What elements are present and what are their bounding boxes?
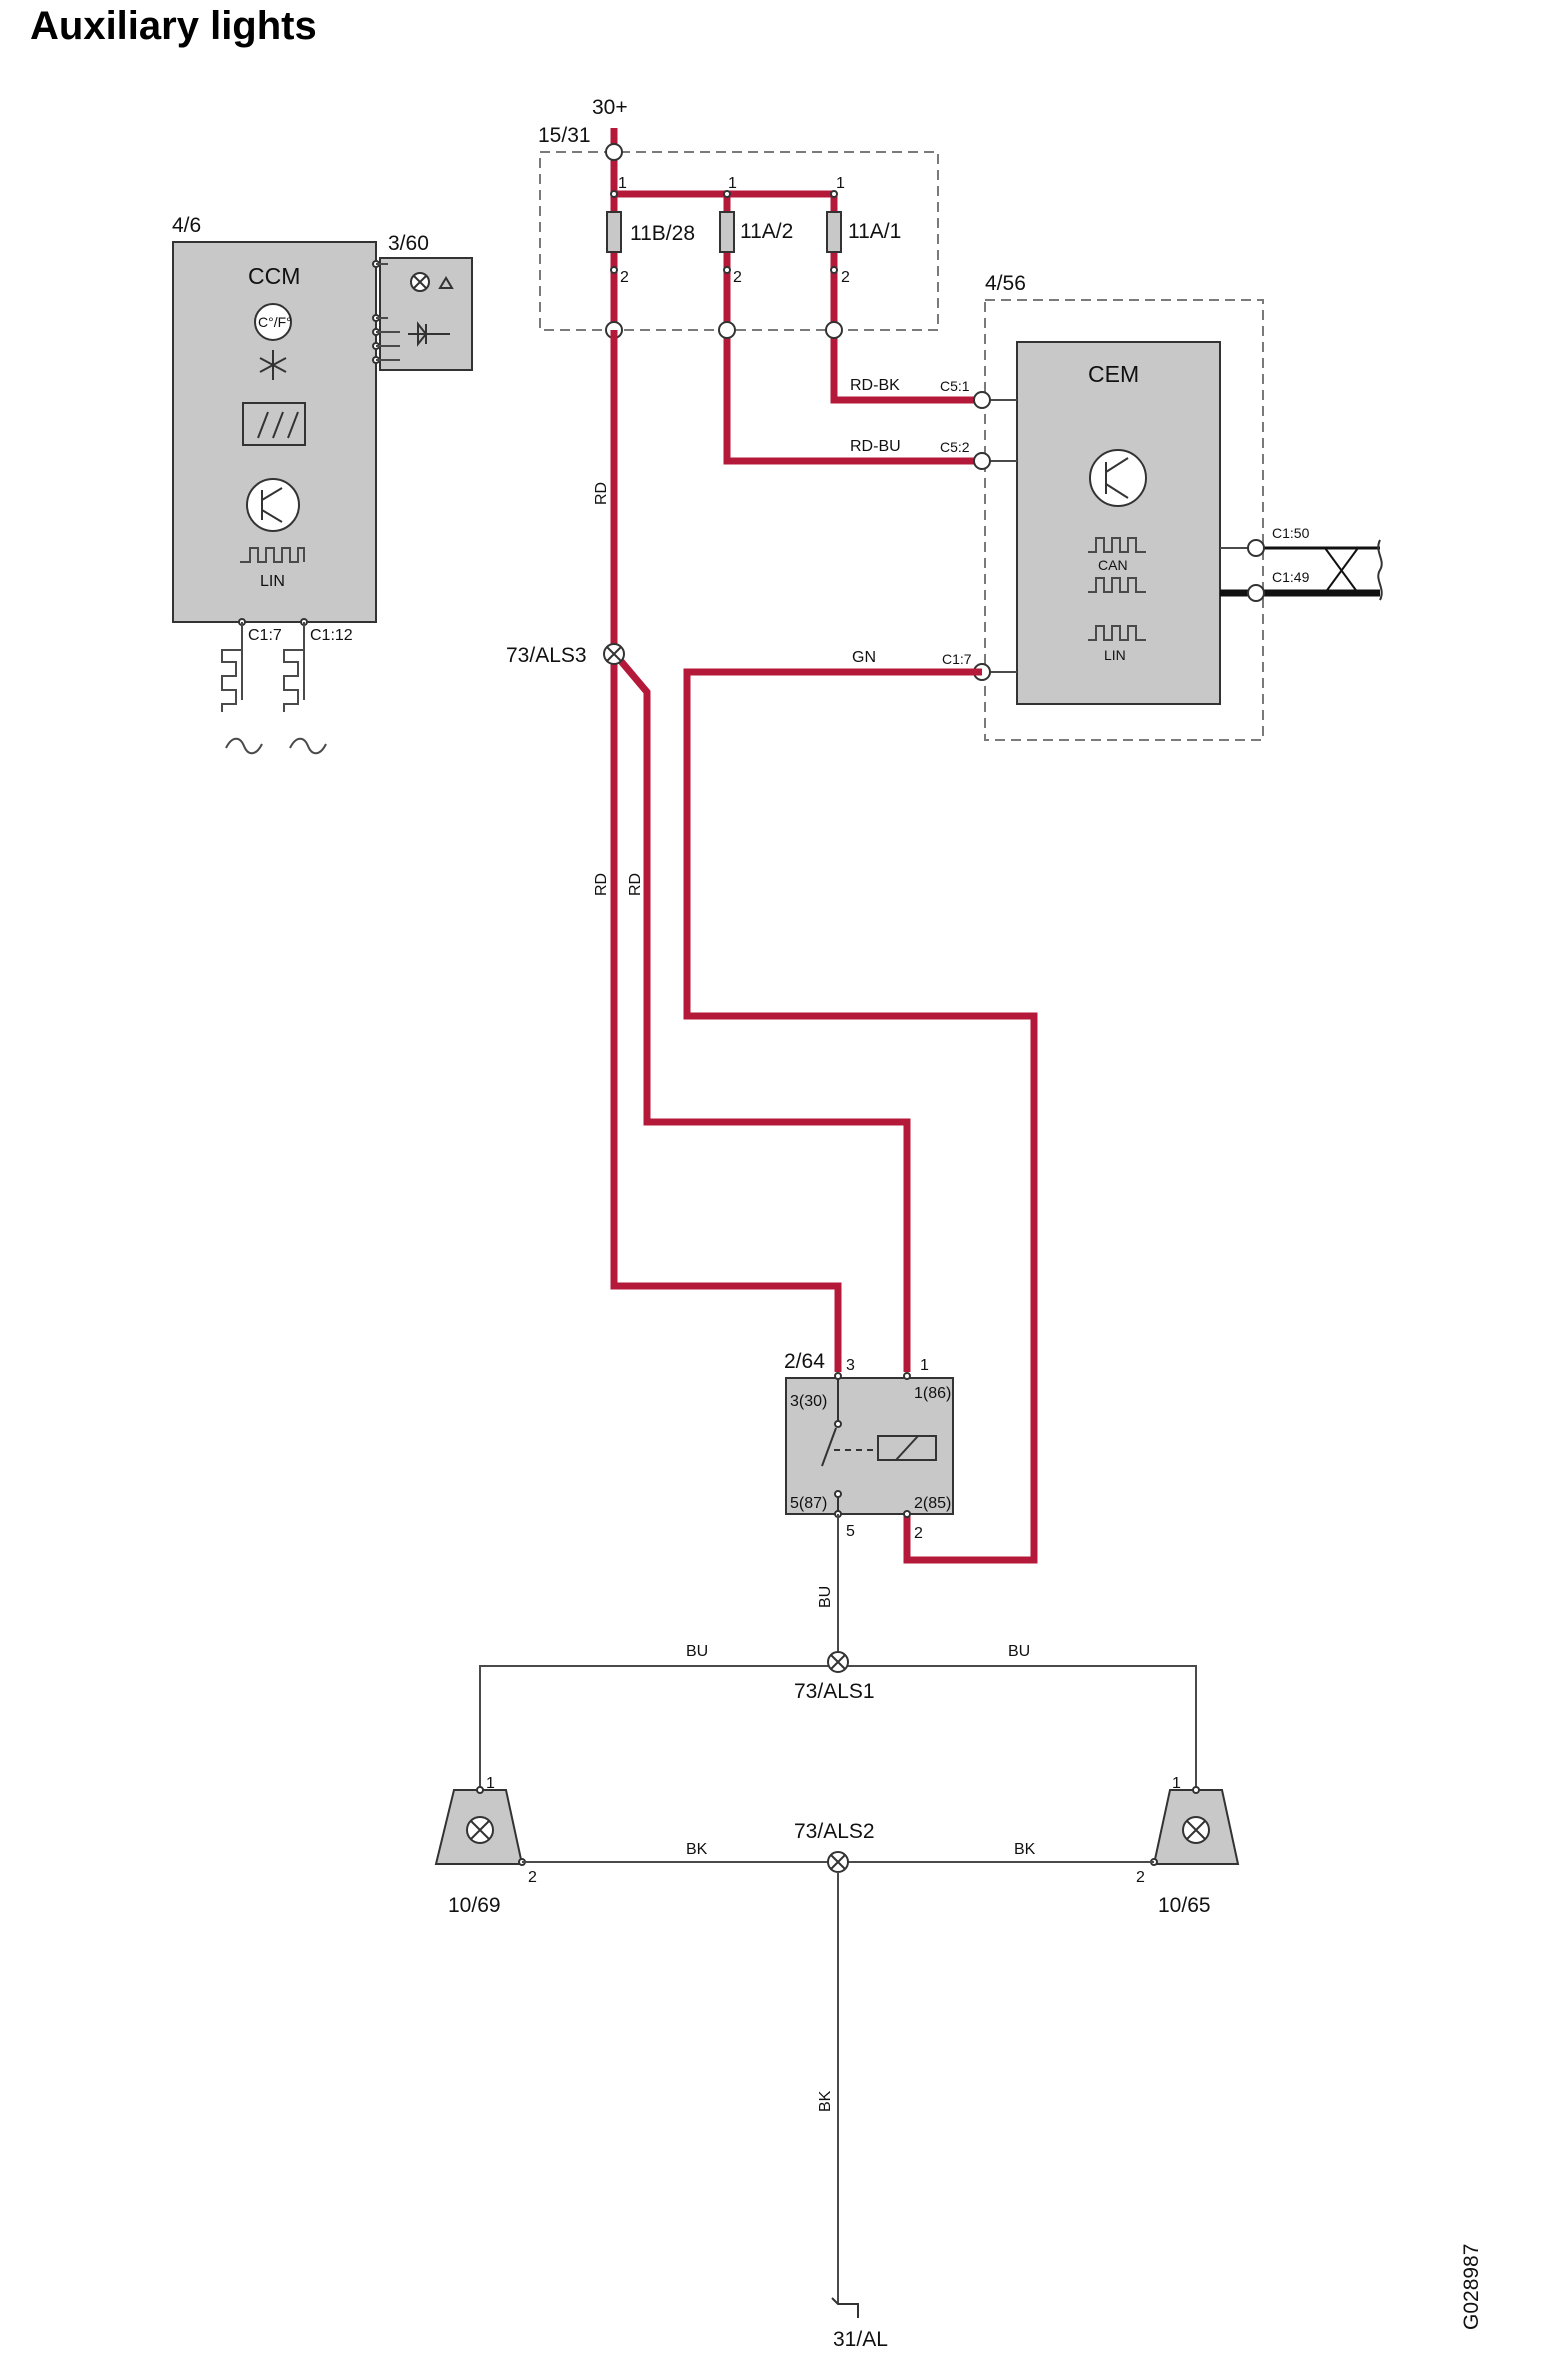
svg-text:1: 1 <box>618 175 627 192</box>
svg-text:RD: RD <box>593 873 610 896</box>
svg-text:5(87): 5(87) <box>790 1495 827 1512</box>
svg-text:BU: BU <box>686 1643 708 1660</box>
svg-text:2: 2 <box>620 269 629 286</box>
svg-text:11A/2: 11A/2 <box>740 220 793 243</box>
splice-als2-label: 73/ALS2 <box>794 1820 875 1843</box>
ccm-signal-1-icon <box>221 649 242 712</box>
svg-text:C1:50: C1:50 <box>1272 525 1310 541</box>
relay-coil-icon <box>877 1435 937 1461</box>
cem-pin-c5-1 <box>973 391 991 409</box>
rd-bu-wire <box>723 262 982 465</box>
svg-text:1(86): 1(86) <box>914 1385 951 1402</box>
panel-led-icon <box>408 321 450 347</box>
svg-text:BK: BK <box>686 1841 708 1858</box>
supply-terminal-label: 30+ <box>592 96 628 119</box>
cem-pin-c5-2 <box>973 452 991 470</box>
ground-symbol <box>831 2297 859 2318</box>
page-title: Auxiliary lights <box>30 4 317 48</box>
lamp-10-69-label: 10/69 <box>448 1894 501 1917</box>
cem-ref: 4/56 <box>985 272 1026 295</box>
cem-module <box>1016 341 1221 705</box>
cem-outline <box>984 299 1264 741</box>
svg-text:1: 1 <box>1172 1775 1181 1792</box>
svg-text:2: 2 <box>1136 1869 1145 1886</box>
cem-can-label: CAN <box>1098 557 1128 573</box>
svg-text:1: 1 <box>486 1775 495 1792</box>
svg-text:1: 1 <box>920 1357 929 1374</box>
svg-text:C5:1: C5:1 <box>940 378 970 394</box>
rear-defrost-icon <box>242 402 306 446</box>
snowflake-icon <box>259 350 287 380</box>
can-signal-icon-bottom <box>1088 577 1146 593</box>
svg-text:RD-BK: RD-BK <box>850 377 900 394</box>
ccm-ac-1-icon <box>225 737 263 755</box>
svg-text:11A/1: 11A/1 <box>848 220 901 243</box>
svg-text:BU: BU <box>1008 1643 1030 1660</box>
svg-text:C1:49: C1:49 <box>1272 569 1310 585</box>
rd-wire-relay-86 <box>617 657 911 1372</box>
cem-lin-label: LIN <box>1104 647 1126 663</box>
svg-text:5: 5 <box>846 1523 855 1540</box>
panel-ref: 3/60 <box>388 232 429 255</box>
fuse-box-outline <box>539 151 939 331</box>
svg-text:2: 2 <box>528 1869 537 1886</box>
splice-als2 <box>827 1851 849 1873</box>
splice-als3 <box>603 643 625 665</box>
cem-transistor-icon <box>1089 449 1147 507</box>
svg-text:11B/28: 11B/28 <box>630 222 695 245</box>
gn-wire-relay-85 <box>683 668 1038 1564</box>
can-signal-icon-top <box>1088 537 1146 553</box>
splice-als1-label: 73/ALS1 <box>794 1680 875 1703</box>
relay-ref: 2/64 <box>784 1350 825 1373</box>
relay-switch-icon <box>821 1378 878 1514</box>
svg-text:3: 3 <box>846 1357 855 1374</box>
rd-bk-wire <box>830 262 982 404</box>
fuse-11b28: 11B/28 1 2 <box>606 175 695 286</box>
rd-wire-relay-30 <box>610 660 842 1372</box>
supply-node <box>605 143 623 161</box>
svg-text:C°/F°: C°/F° <box>258 314 292 330</box>
figure-id: G028987 <box>1460 2244 1483 2330</box>
cem-lin-signal-icon <box>1088 625 1146 641</box>
svg-text:2: 2 <box>733 269 742 286</box>
svg-text:BU: BU <box>817 1586 834 1608</box>
svg-text:2(85): 2(85) <box>914 1495 951 1512</box>
svg-text:3(30): 3(30) <box>790 1393 827 1410</box>
svg-text:C1:12: C1:12 <box>310 627 353 644</box>
splice-als1 <box>827 1651 849 1673</box>
svg-text:1: 1 <box>836 175 845 192</box>
svg-text:RD-BU: RD-BU <box>850 438 901 455</box>
lamp-10-69 <box>434 1789 524 1865</box>
ground-label: 31/AL <box>833 2328 888 2351</box>
splice-als3-label: 73/ALS3 <box>506 644 587 667</box>
cem-name: CEM <box>1088 361 1139 387</box>
lin-signal-icon <box>240 547 305 563</box>
lamp-10-65-label: 10/65 <box>1158 1894 1211 1917</box>
lamp-10-65 <box>1152 1789 1240 1865</box>
svg-text:2: 2 <box>841 269 850 286</box>
ccm-lin-label: LIN <box>260 573 285 590</box>
svg-text:GN: GN <box>852 649 876 666</box>
svg-text:RD: RD <box>593 482 610 505</box>
panel-lamp-icon <box>410 272 454 292</box>
ccm-signal-2-icon <box>283 649 304 712</box>
ccm-name: CCM <box>248 263 300 289</box>
svg-text:1: 1 <box>728 175 737 192</box>
ccm-ac-2-icon <box>289 737 327 755</box>
svg-text:BK: BK <box>1014 1841 1036 1858</box>
ccm-ref: 4/6 <box>172 214 201 237</box>
fuse-11a1: 11A/1 1 2 <box>826 175 901 286</box>
fuse-11a2: 11A/2 1 2 <box>719 175 793 286</box>
svg-text:C1:7: C1:7 <box>248 627 282 644</box>
fuse-box-ref: 15/31 <box>538 124 591 147</box>
svg-text:2: 2 <box>914 1525 923 1542</box>
svg-text:RD: RD <box>627 873 644 896</box>
transistor-icon <box>246 478 300 532</box>
temperature-icon: C°/F° <box>254 303 292 341</box>
svg-text:BK: BK <box>817 2090 834 2112</box>
svg-text:C1:7: C1:7 <box>942 651 972 667</box>
svg-text:C5:2: C5:2 <box>940 439 970 455</box>
can-twist-icon <box>1324 547 1359 594</box>
